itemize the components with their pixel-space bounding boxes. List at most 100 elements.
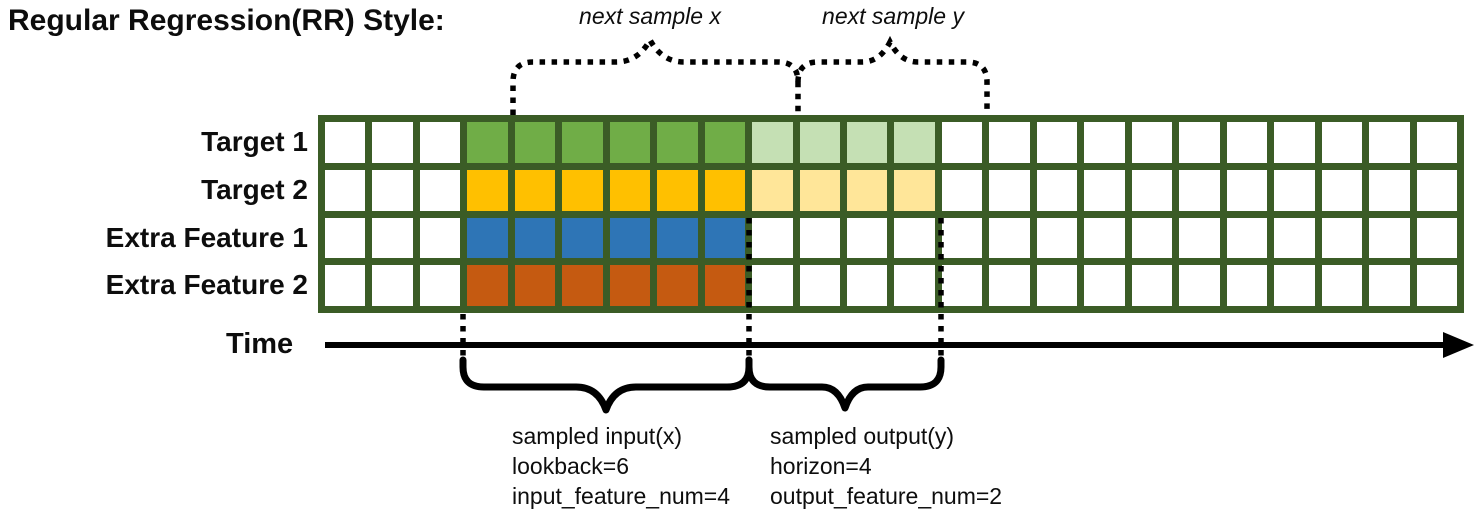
row-label-target-2: Target 2 xyxy=(201,174,308,205)
time-axis-label: Time xyxy=(226,328,294,360)
grid-cell xyxy=(1416,265,1457,306)
output-feature-num-line: output_feature_num=2 xyxy=(770,483,1003,509)
grid-cell xyxy=(941,122,983,163)
grid-cell xyxy=(514,217,556,259)
grid-cell xyxy=(1084,122,1125,163)
grid-cell xyxy=(941,169,983,211)
grid-cell xyxy=(1321,265,1363,306)
grid-cell xyxy=(562,169,603,211)
grid-cell xyxy=(657,217,698,259)
grid-cell xyxy=(847,217,888,259)
grid-cell xyxy=(372,169,413,211)
grid-cell xyxy=(1036,217,1078,259)
grid-cell xyxy=(1321,217,1363,259)
grid-cell xyxy=(1369,217,1410,259)
grid-cell xyxy=(514,265,556,306)
grid-cell xyxy=(325,217,366,259)
grid-cell xyxy=(1369,122,1410,163)
grid-cell xyxy=(419,122,461,163)
grid-cell xyxy=(1226,122,1268,163)
sampled-output-brace xyxy=(745,356,945,412)
grid-cell xyxy=(1179,122,1220,163)
grid-cell xyxy=(419,169,461,211)
sample-grid xyxy=(318,115,1464,313)
row-label-extra-feature-1: Extra Feature 1 xyxy=(105,222,308,253)
next-sample-y-brace xyxy=(795,35,990,115)
grid-cell xyxy=(752,122,793,163)
grid-cell xyxy=(1321,169,1363,211)
lookback-line: lookback=6 xyxy=(512,453,629,479)
grid-cell xyxy=(894,122,935,163)
row-label-target-1: Target 1 xyxy=(201,126,308,157)
grid-cell xyxy=(609,169,651,211)
grid-cell xyxy=(1226,217,1268,259)
grid-cell xyxy=(752,169,793,211)
grid-cell xyxy=(657,265,698,306)
grid-cell xyxy=(325,265,366,306)
grid-cell xyxy=(609,265,651,306)
grid-cell xyxy=(514,169,556,211)
grid-cell xyxy=(372,122,413,163)
grid-cell xyxy=(419,217,461,259)
grid-cell xyxy=(1226,265,1268,306)
grid-cell xyxy=(752,265,793,306)
grid-cell xyxy=(894,169,935,211)
grid-cell xyxy=(894,217,935,259)
grid-cell xyxy=(1036,265,1078,306)
next-sample-y-label: next sample y xyxy=(822,3,964,29)
grid-cell xyxy=(562,265,603,306)
grid-cell xyxy=(1274,122,1315,163)
grid-cell xyxy=(657,169,698,211)
grid-cell xyxy=(657,122,698,163)
grid-cell xyxy=(847,169,888,211)
grid-cell xyxy=(1084,217,1125,259)
grid-cell xyxy=(467,265,508,306)
grid-cell xyxy=(419,265,461,306)
sampled-output-line: sampled output(y) xyxy=(770,423,955,449)
grid-cell xyxy=(1321,122,1363,163)
grid-cell xyxy=(325,122,366,163)
grid-cell xyxy=(609,122,651,163)
time-arrow-head xyxy=(1443,332,1474,358)
grid-cell xyxy=(704,169,746,211)
grid-cell xyxy=(799,217,841,259)
grid-cell xyxy=(1274,265,1315,306)
next-sample-x-label: next sample x xyxy=(579,3,721,29)
grid-cell xyxy=(467,122,508,163)
grid-cell xyxy=(1416,169,1457,211)
grid-cell xyxy=(704,217,746,259)
grid-cell xyxy=(1226,169,1268,211)
sampled-input-brace xyxy=(459,356,753,414)
grid-cell xyxy=(989,217,1030,259)
grid-cell xyxy=(941,217,983,259)
sampled-input-line: sampled input(x) xyxy=(512,423,683,449)
grid-cell xyxy=(325,169,366,211)
grid-cell xyxy=(941,265,983,306)
horizon-line: horizon=4 xyxy=(770,453,872,479)
grid-cell xyxy=(467,217,508,259)
row-label-extra-feature-2: Extra Feature 2 xyxy=(105,269,308,300)
grid-cell xyxy=(514,122,556,163)
grid-cell xyxy=(989,169,1030,211)
input-feature-num-line: input_feature_num=4 xyxy=(512,483,731,509)
grid-cell xyxy=(704,265,746,306)
grid-cell xyxy=(1084,169,1125,211)
grid-cell xyxy=(989,265,1030,306)
grid-cell xyxy=(894,265,935,306)
diagram-title: Regular Regression(RR) Style: xyxy=(8,4,445,37)
grid-cell xyxy=(1036,122,1078,163)
grid-cell xyxy=(1084,265,1125,306)
grid-cell xyxy=(1416,122,1457,163)
grid-cell xyxy=(1036,169,1078,211)
grid-cell xyxy=(372,265,413,306)
grid-cell xyxy=(1274,217,1315,259)
grid-cell xyxy=(1131,217,1173,259)
grid-cell xyxy=(1179,265,1220,306)
grid-cell xyxy=(799,122,841,163)
grid-cell xyxy=(989,122,1030,163)
grid-cell xyxy=(799,169,841,211)
grid-cell xyxy=(799,265,841,306)
next-sample-x-brace xyxy=(510,34,801,115)
grid-cell xyxy=(609,217,651,259)
grid-cell xyxy=(562,217,603,259)
